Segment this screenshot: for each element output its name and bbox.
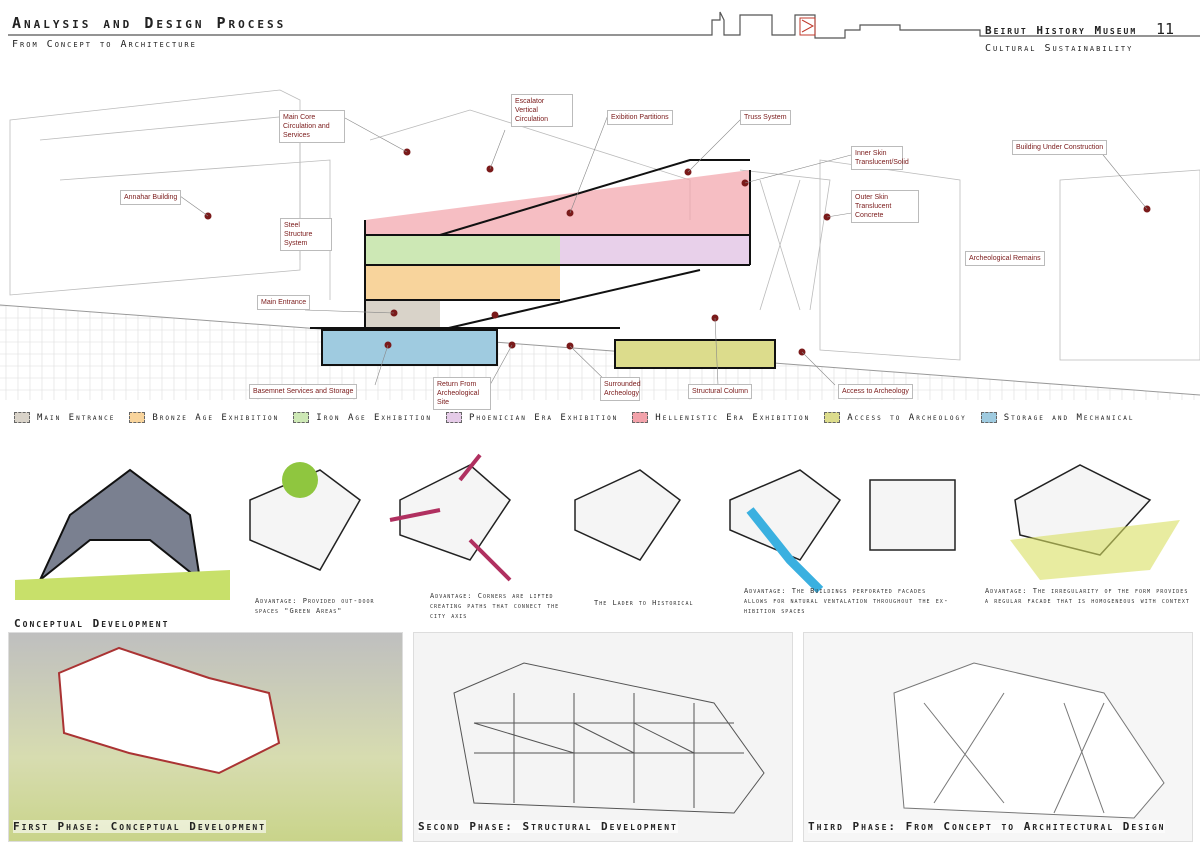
legend-item: Main Entrance: [14, 412, 115, 423]
legend-item: Phoenician Era Exhibition: [445, 412, 619, 423]
caption-irregular-form: Advantage: The irregularity of the form …: [985, 587, 1190, 605]
label-basement-services: Basemnet Services and Storage: [249, 384, 358, 399]
label-archeological-remains: Archeological Remains: [965, 251, 1045, 266]
caption-perforated-facades: Advantage: The Buildings perforated faca…: [744, 587, 949, 615]
phase-3-panel: Third Phase: From Concept to Architectur…: [803, 632, 1193, 842]
legend-label: Bronze Age Exhibition: [152, 412, 280, 423]
concept-sketches: [15, 453, 1180, 600]
skyline-header-line: [8, 11, 1200, 39]
phase-1-panel: First Phase: Conceptual Development: [8, 632, 403, 842]
legend-label: Main Entrance: [37, 412, 116, 423]
museum-section-drawing: [0, 89, 1200, 400]
label-building-under-construction: Building Under Construction: [1012, 140, 1108, 155]
page-number: 11: [1156, 20, 1175, 38]
legend-swatch: [445, 412, 462, 423]
legend-item: Hellenistic Era Exhibition: [632, 412, 810, 423]
caption-lifted-corners: Advantage: Corners are lifted creating p…: [430, 592, 560, 620]
label-inner-skin: Inner Skin Translucent/Solid: [851, 146, 909, 170]
label-main-core: Main Core Circulation and Services: [279, 110, 345, 143]
project-theme: Cultural Sustainability: [985, 43, 1134, 54]
conceptual-development-title: Conceptual Development: [14, 617, 170, 630]
legend-label: Iron Age Exhibition: [316, 412, 432, 423]
legend-label: Hellenistic Era Exhibition: [655, 412, 811, 423]
legend-swatch: [632, 412, 649, 423]
legend-swatch: [14, 412, 30, 423]
caption-green-areas: Advantage: Provided out-door spaces "Gre…: [255, 597, 375, 615]
phase-3-title: Third Phase: From Concept to Architectur…: [808, 820, 1166, 833]
project-name: Beirut History Museum: [985, 24, 1138, 37]
legend-swatch: [824, 412, 841, 423]
label-access-archeology: Access to Archeology: [838, 384, 913, 399]
legend-label: Access to Archeology: [847, 412, 967, 423]
legend-swatch: [293, 412, 310, 423]
phase-2-panel: Second Phase: Structural Development: [413, 632, 793, 842]
legend-swatch: [980, 412, 997, 423]
page-title: Analysis and Design Process: [12, 14, 287, 32]
legend-label: Storage and Mechanical: [1003, 412, 1135, 423]
phase-1-title: First Phase: Conceptual Development: [13, 820, 267, 833]
label-steel-structure: Steel Structure System: [280, 218, 332, 251]
phase-2-title: Second Phase: Structural Development: [418, 820, 678, 833]
label-main-entrance: Main Entrance: [257, 295, 311, 310]
label-surrounded-archeology: Surrounded Archeology: [600, 377, 641, 401]
legend-swatch: [129, 412, 146, 423]
label-escalator: Escalator Vertical Circulation: [511, 94, 573, 127]
legend-label: Phoenician Era Exhibition: [468, 412, 619, 423]
legend-item: Bronze Age Exhibition: [129, 412, 279, 423]
page-subtitle: From Concept to Architecture: [12, 39, 197, 50]
label-return-archeological: Return From Archeological Site: [433, 377, 491, 410]
legend-item: Access to Archeology: [824, 412, 966, 423]
legend-item: Storage and Mechanical: [980, 412, 1135, 423]
legend-item: Iron Age Exhibition: [293, 412, 432, 423]
label-exhibition-partitions: Exibition Partitions: [607, 110, 673, 125]
label-outer-skin: Outer Skin Translucent Concrete: [851, 190, 919, 223]
label-structural-column: Structural Column: [688, 384, 753, 399]
caption-ladder: The Lader to Historical: [594, 599, 694, 607]
label-annahar-building: Annahar Building: [120, 190, 182, 205]
label-truss-system: Truss System: [740, 110, 791, 125]
legend: Main Entrance Bronze Age Exhibition Iron A…: [14, 412, 1134, 423]
